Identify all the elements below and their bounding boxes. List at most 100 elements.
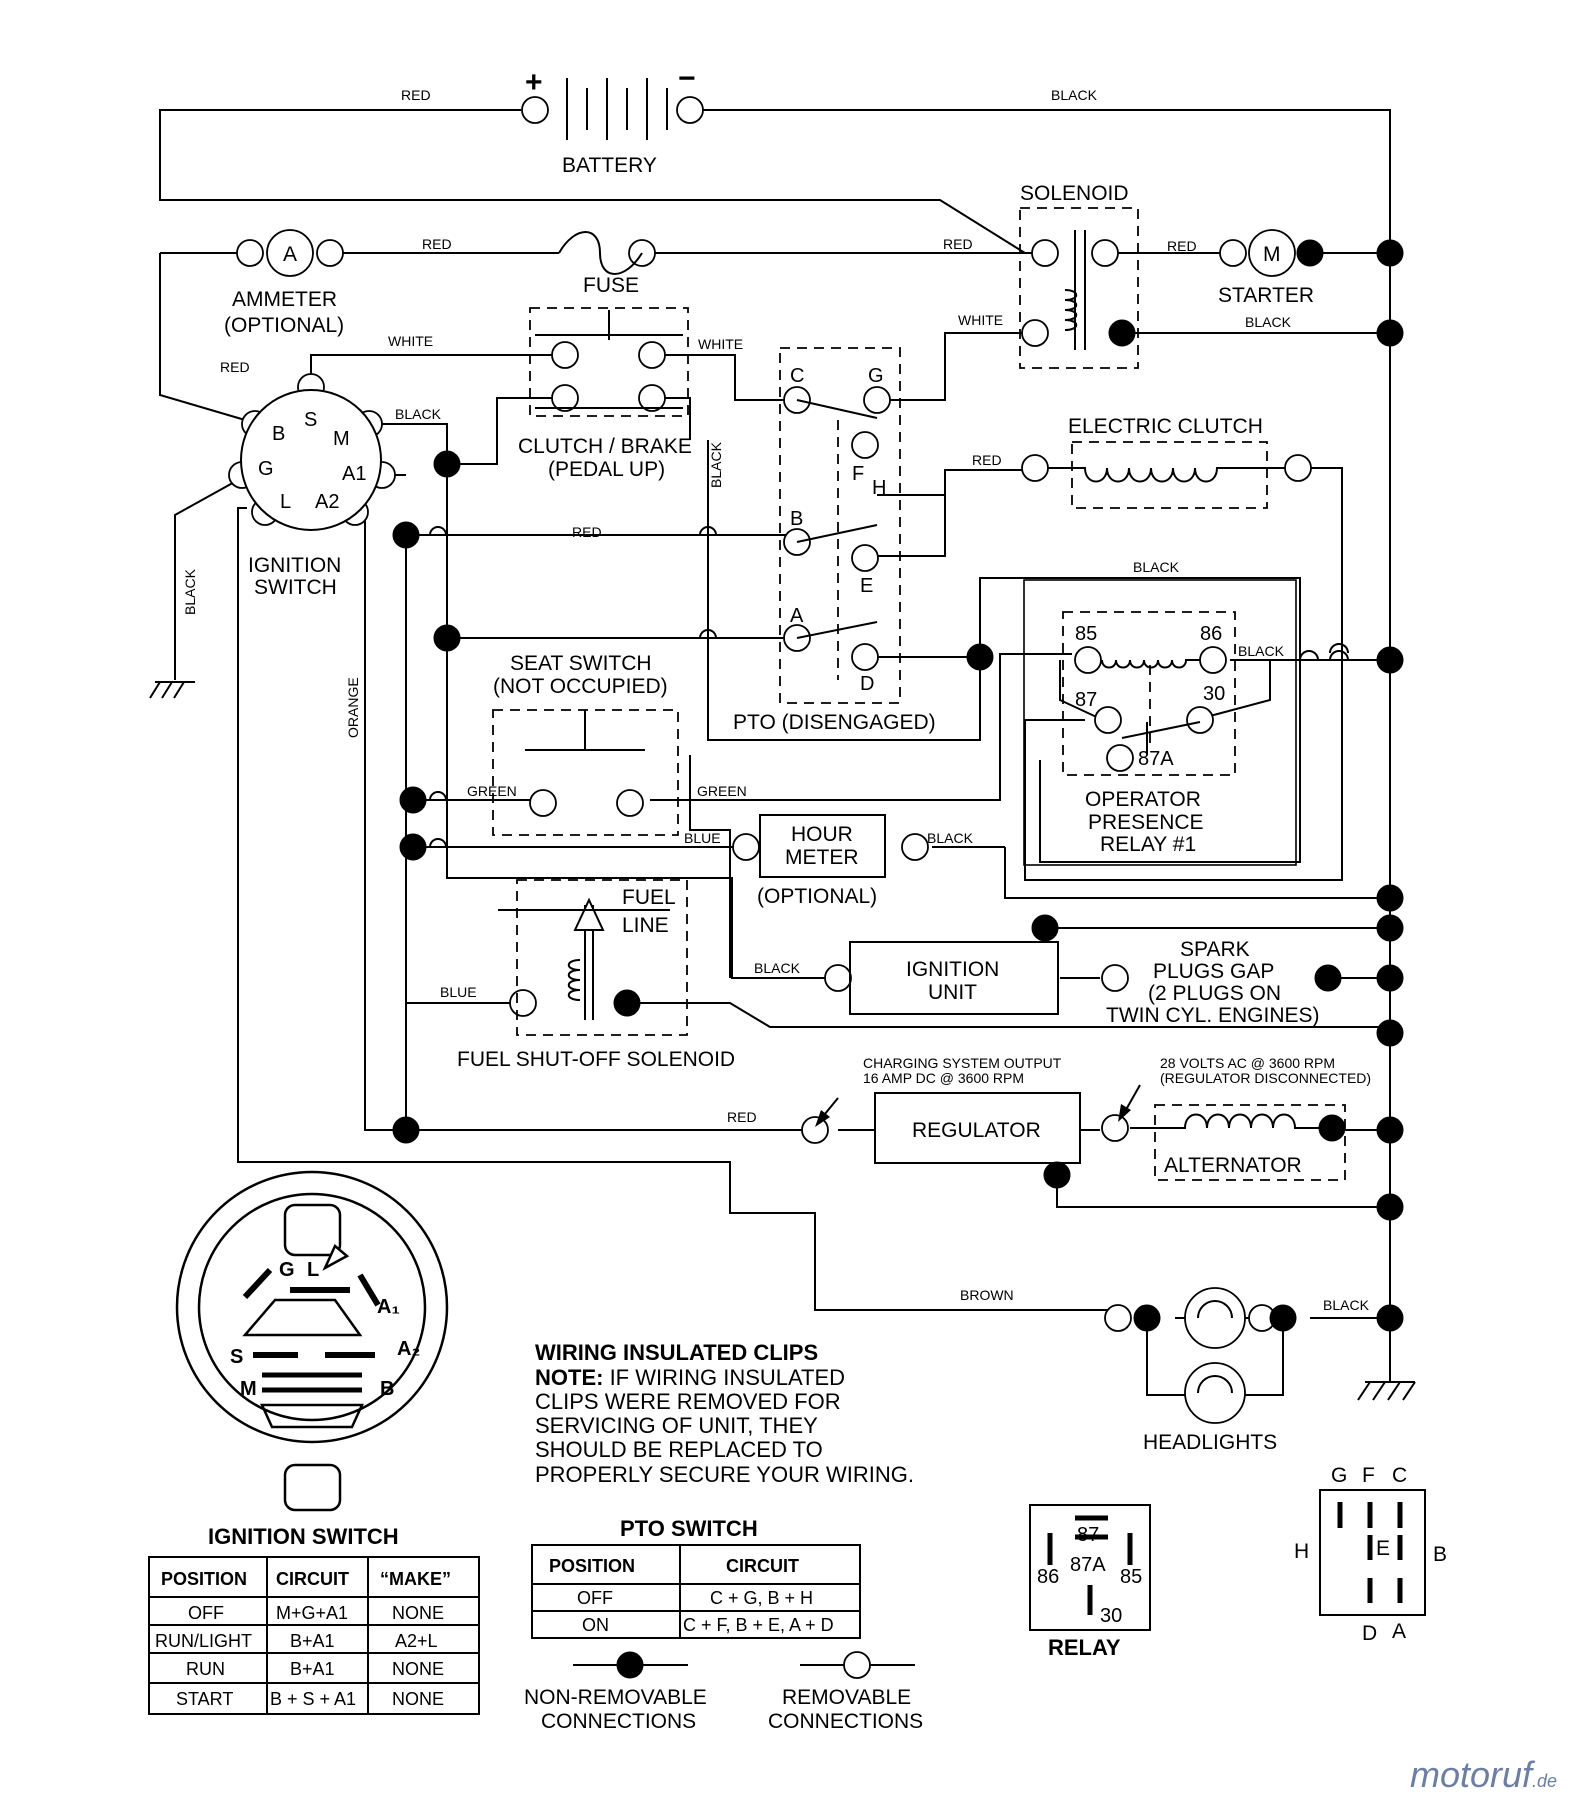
wire-black: BLACK [395, 406, 442, 422]
battery-label: BATTERY [562, 154, 657, 177]
ignition-table-header: POSITION [161, 1569, 247, 1589]
wire-orange-vertical: ORANGE [345, 677, 361, 738]
connection-legend: NON-REMOVABLE CONNECTIONS REMOVABLE CONN… [524, 1651, 923, 1733]
svg-text:motoruf.de: motoruf.de [1410, 1754, 1557, 1795]
ignition-table-cell: M+G+A1 [276, 1603, 348, 1623]
component-symbols [149, 78, 1416, 1424]
pto-terminal-d: D [860, 673, 874, 695]
wire-color-labels: RED BLACK RED RED RED BLACK WHITE WHITE … [182, 87, 1370, 1313]
switch-face-b: B [380, 1378, 394, 1400]
relay-pin-86: 86 [1037, 1566, 1059, 1588]
ign-terminal-a1: A1 [342, 463, 366, 485]
ignition-table-title: IGNITION SWITCH [208, 1524, 399, 1549]
hour-meter-optional: (OPTIONAL) [757, 885, 877, 908]
ignition-table: IGNITION SWITCH POSITION CIRCUIT “MAKE” … [148, 1524, 480, 1715]
pto-pin-f: F [1362, 1464, 1375, 1487]
relay-terminal-87: 87 [1075, 689, 1097, 711]
pto-table-cell: C + G, B + H [710, 1588, 813, 1608]
relay-pin-30: 30 [1100, 1605, 1122, 1627]
relay-pin-87: 87 [1077, 1524, 1099, 1546]
wire-white: WHITE [388, 333, 433, 349]
ignition-table-cell: RUN/LIGHT [155, 1631, 252, 1651]
ignition-switch-label: IGNITION [248, 554, 341, 577]
ign-terminal-g: G [258, 458, 274, 480]
seat-switch-sub: (NOT OCCUPIED) [493, 675, 668, 698]
pto-pin-b: B [1433, 1543, 1447, 1566]
wire-black: BLACK [1051, 87, 1098, 103]
wire-red: RED [422, 236, 452, 252]
spark-label-3: (2 PLUGS ON [1148, 982, 1281, 1005]
fuel-line-label-1: FUEL [622, 886, 676, 909]
note-line-2: CLIPS WERE REMOVED FOR [535, 1389, 841, 1414]
relay-terminal-30: 30 [1203, 683, 1225, 705]
relay-pin-85: 85 [1120, 1566, 1142, 1588]
pto-terminal-c: C [790, 365, 804, 387]
ignition-table-cell: START [176, 1689, 233, 1709]
svg-text:NOTE: IF WIRING INSULATED: NOTE: IF WIRING INSULATED [535, 1365, 845, 1390]
fuel-solenoid-label: FUEL SHUT-OFF SOLENOID [457, 1048, 735, 1071]
switch-face-a2: A₂ [397, 1338, 420, 1360]
pto-pinout: G F C H E B D A [1294, 1464, 1447, 1645]
pto-table: PTO SWITCH POSITION CIRCUIT OFF C + G, B… [531, 1516, 861, 1639]
pto-pin-a: A [1392, 1620, 1406, 1643]
wire-blue: BLUE [440, 984, 477, 1000]
pto-pin-e: E [1376, 1537, 1390, 1560]
relay-terminal-85: 85 [1075, 623, 1097, 645]
volts-note-2: (REGULATOR DISCONNECTED) [1160, 1070, 1371, 1086]
note-line-4: SHOULD BE REPLACED TO [535, 1437, 823, 1462]
pto-terminal-e: E [860, 575, 873, 597]
clutch-brake-sub: (PEDAL UP) [548, 458, 665, 481]
relay-label-1: OPERATOR [1085, 788, 1201, 811]
pto-table-cell: ON [582, 1615, 609, 1635]
ignition-table-header: “MAKE” [380, 1569, 451, 1589]
ignition-table-cell: OFF [188, 1603, 224, 1623]
wire-red: RED [572, 524, 602, 540]
watermark-main: motoruf [1410, 1754, 1536, 1795]
seat-switch-label: SEAT SWITCH [510, 652, 652, 675]
legend-nonremovable-2: CONNECTIONS [541, 1710, 696, 1733]
ignition-unit-label-1: IGNITION [906, 958, 999, 981]
wire-red: RED [943, 236, 973, 252]
ammeter-symbol: A [283, 243, 297, 266]
wires [159, 109, 1391, 1396]
electric-clutch-label: ELECTRIC CLUTCH [1068, 415, 1263, 438]
relay-terminal-87a: 87A [1138, 748, 1174, 770]
component-labels: + − BATTERY SOLENOID M STARTER A AMMETER… [224, 62, 1371, 1454]
pto-table-header: CIRCUIT [726, 1556, 799, 1576]
switch-face-g: G [279, 1259, 295, 1281]
ignition-table-cell: NONE [392, 1689, 444, 1709]
pto-pin-c: C [1392, 1464, 1407, 1487]
note-prefix: NOTE: [535, 1365, 603, 1390]
ign-terminal-b: B [272, 423, 285, 445]
switch-face-l: L [307, 1259, 319, 1281]
spark-label-4: TWIN CYL. ENGINES) [1106, 1004, 1320, 1027]
terminal-labels: S B M G A1 L A2 C G F H B E A D 85 86 87… [258, 365, 1225, 770]
switch-face-m: M [240, 1378, 257, 1400]
pto-pin-g: G [1331, 1464, 1347, 1487]
fuel-line-label-2: LINE [622, 914, 669, 937]
wire-black: BLACK [1133, 559, 1180, 575]
wire-black-vertical: BLACK [182, 568, 198, 615]
pto-terminal-b: B [790, 508, 803, 530]
legend-removable-2: CONNECTIONS [768, 1710, 923, 1733]
pto-table-title: PTO SWITCH [620, 1516, 758, 1541]
pto-table-cell: OFF [577, 1588, 613, 1608]
legend-removable-1: REMOVABLE [782, 1686, 911, 1709]
starter-label: STARTER [1218, 284, 1314, 307]
pto-table-header: POSITION [549, 1556, 635, 1576]
wire-red: RED [972, 452, 1002, 468]
switch-face-s: S [230, 1346, 243, 1368]
note-line-5: PROPERLY SECURE YOUR WIRING. [535, 1462, 914, 1487]
wire-black: BLACK [1245, 314, 1292, 330]
relay-pinout: 87 87A 86 85 30 RELAY [1029, 1504, 1151, 1660]
wire-white: WHITE [958, 312, 1003, 328]
pto-label: PTO (DISENGAGED) [733, 711, 936, 734]
legend-nonremovable-1: NON-REMOVABLE [524, 1686, 707, 1709]
charging-note-1: CHARGING SYSTEM OUTPUT [863, 1055, 1062, 1071]
ignition-table-cell: B+A1 [290, 1659, 335, 1679]
battery-minus: − [678, 62, 696, 95]
ign-terminal-l: L [280, 491, 291, 513]
ignition-unit-label-2: UNIT [928, 981, 977, 1004]
watermark-suffix: .de [1532, 1771, 1557, 1791]
